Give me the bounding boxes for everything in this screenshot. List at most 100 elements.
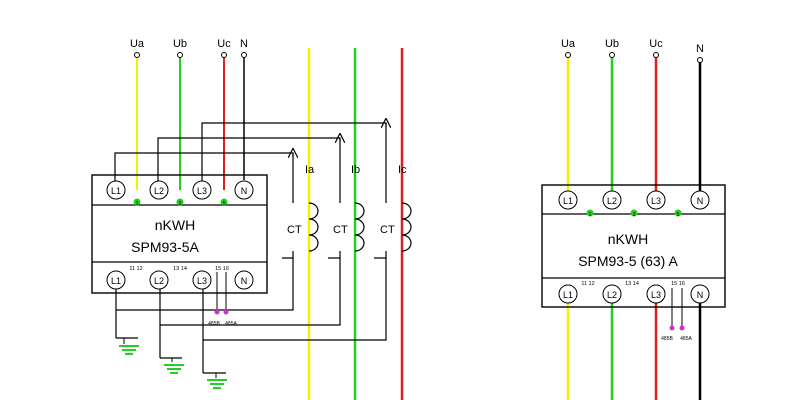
ct-coil-a [308, 202, 319, 252]
rs485-a-label: 485A [680, 336, 692, 342]
terminal-dot [176, 198, 184, 206]
terminal-dot [133, 198, 141, 206]
ct-label-a: CT [287, 224, 302, 236]
ct-b-secondary-in [157, 137, 341, 203]
uc-label: Uc [217, 38, 231, 50]
ct-a-return-link [116, 258, 294, 311]
terminal-label: L2 [607, 290, 617, 300]
terminal-l1 [558, 190, 578, 210]
ground-icon [116, 337, 139, 355]
bottom-terminal-numbers: 15 16 [215, 266, 229, 272]
terminal-dot [220, 198, 228, 206]
terminal-label: L1 [111, 186, 121, 196]
terminal-label: L3 [197, 186, 207, 196]
terminal-l3 [192, 180, 212, 200]
terminal-l2 [602, 190, 622, 210]
terminal-n [234, 180, 254, 200]
bottom-terminal-numbers: 13 14 [173, 266, 187, 272]
terminal-number: 3 [633, 212, 636, 218]
n-terminal [697, 57, 703, 63]
meter-model: SPM93-5A [131, 239, 199, 255]
terminal-dot [674, 209, 682, 217]
terminal-l2-bottom [149, 270, 169, 290]
ub-label: Ub [173, 38, 187, 50]
rs485-a-label: 485A [225, 321, 237, 327]
left-current-lines: Ia Ib Ic [305, 48, 407, 400]
uc-terminal [653, 52, 659, 58]
meter-model: SPM93-5 (63) A [578, 253, 678, 269]
terminal-label: N [697, 290, 704, 300]
uc-terminal [221, 52, 227, 58]
meter-body [91, 174, 268, 294]
n-terminal [241, 52, 247, 58]
terminal-l2-bottom [602, 284, 622, 304]
ic-label: Ic [398, 164, 407, 176]
terminal-label: L1 [563, 290, 573, 300]
terminal-l1 [106, 180, 126, 200]
terminal-l3-bottom [192, 270, 212, 290]
terminal-l1-bottom [558, 284, 578, 304]
meter-body [541, 184, 726, 308]
terminal-label: L1 [563, 196, 573, 206]
ct-c-secondary-in [201, 122, 387, 203]
ground-icon [160, 357, 184, 374]
rs485-a-dot [679, 325, 685, 331]
rs485-b-dot [214, 309, 220, 315]
ua-label: Ua [130, 38, 145, 50]
right-voltage-inputs: Ua Ub Uc N [561, 38, 704, 192]
terminal-label: L3 [651, 290, 661, 300]
rs485-a-dot [223, 309, 229, 315]
terminal-l1-bottom [106, 270, 126, 290]
right-wiring-diagram: Ua Ub Uc N L1 L2 L3 N 1 [541, 38, 726, 400]
terminal-l3-bottom [646, 284, 666, 304]
ct-coil-c [401, 202, 412, 252]
bottom-terminal-numbers: 13 14 [625, 281, 639, 287]
ib-label: Ib [351, 164, 360, 176]
terminal-number: 5 [677, 212, 680, 218]
ub-label: Ub [605, 38, 619, 50]
ct-c-return-link [203, 258, 387, 341]
ub-terminal [609, 52, 615, 58]
ia-label: Ia [305, 164, 315, 176]
terminal-label: N [241, 276, 248, 286]
terminal-label: N [697, 196, 704, 206]
meter-title: nKWH [155, 217, 195, 233]
terminal-label: L3 [197, 276, 207, 286]
ua-terminal [134, 52, 140, 58]
ground-icon [203, 372, 227, 389]
rs485-b-label: 485B [208, 321, 220, 327]
ct-a-return [282, 251, 294, 259]
n-label: N [696, 43, 704, 55]
right-meter: L1 L2 L3 N 1 3 5 nKWH SPM93-5 (63) A 11 … [541, 184, 726, 342]
left-voltage-inputs: Ua Ub Uc N [130, 38, 248, 190]
ct-label-b: CT [333, 224, 348, 236]
ct-b-return-link [160, 258, 341, 326]
current-transformers: CT CT CT [114, 122, 412, 373]
bottom-terminal-numbers: 11 12 [129, 266, 142, 272]
ct-label-c: CT [380, 224, 395, 236]
rs485-b-dot [669, 325, 675, 331]
ua-label: Ua [561, 38, 576, 50]
terminal-n [690, 190, 710, 210]
ct-c-return [374, 251, 387, 259]
left-wiring-diagram: Ua Ub Uc N Ia Ib Ic CT CT CT [91, 38, 412, 400]
terminal-label: L1 [111, 276, 121, 286]
terminal-label: L2 [607, 196, 617, 206]
ground-symbols [116, 337, 227, 389]
ub-terminal [177, 52, 183, 58]
rs485-b-label: 485B [661, 336, 673, 342]
meter-title: nKWH [608, 231, 648, 247]
terminal-dot [586, 209, 594, 217]
ua-terminal [565, 52, 571, 58]
terminal-label: L2 [154, 186, 164, 196]
terminal-number: 1 [136, 201, 139, 207]
terminal-label: N [241, 186, 248, 196]
terminal-label: L3 [651, 196, 661, 206]
terminal-number: 3 [179, 201, 182, 207]
terminal-number: 5 [223, 201, 226, 207]
uc-label: Uc [649, 38, 663, 50]
terminal-n-bottom [234, 270, 254, 290]
ct-b-return [328, 251, 341, 259]
right-output-lines [566, 302, 702, 400]
